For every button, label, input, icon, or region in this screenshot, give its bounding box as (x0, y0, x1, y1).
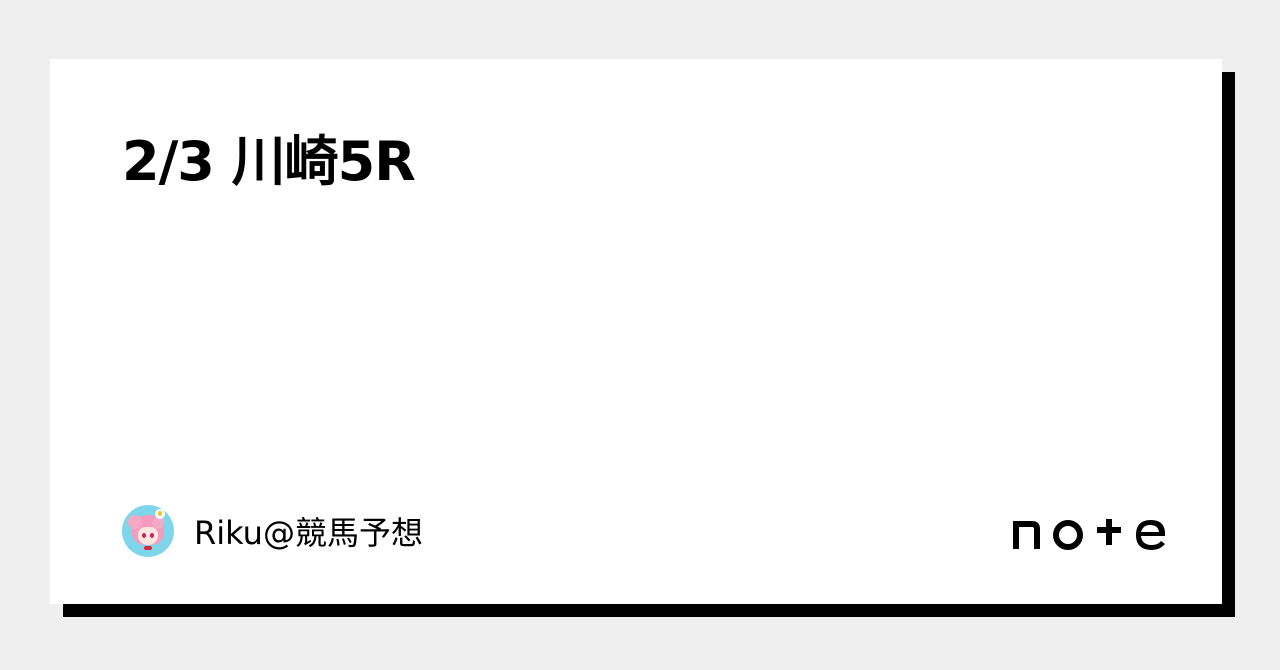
avatar (122, 505, 174, 557)
og-card: 2/3 川崎5R Riku@競馬予想 (50, 59, 1222, 604)
lightbulb-icon (158, 511, 162, 516)
article-title: 2/3 川崎5R (122, 130, 416, 193)
note-logo-icon (1013, 519, 1166, 550)
author-info: Riku@競馬予想 (122, 505, 423, 557)
author-name: Riku@競馬予想 (194, 514, 423, 552)
